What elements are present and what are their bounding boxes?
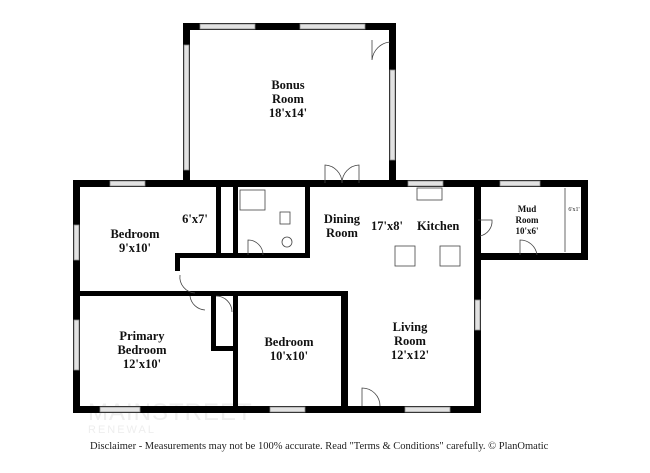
room-name: Living: [392, 320, 428, 334]
bonus-room-label: Bonus Room 18'x14': [269, 78, 307, 120]
room-name: Bonus: [271, 78, 305, 92]
room-size: 12'x12': [390, 348, 430, 362]
kitchen-size-label: 17'x8': [371, 219, 403, 233]
windows: [73, 23, 541, 413]
bedroom-2-label: Bedroom 10'x10': [264, 335, 313, 363]
primary-bedroom-label: Primary Bedroom 12'x10': [117, 329, 166, 371]
bedroom-label: Bedroom 9'x10': [110, 227, 159, 255]
mud-closet-label: 6'x1': [568, 207, 580, 213]
room-name: Room: [272, 92, 304, 106]
living-room-label: Living Room 12'x12': [391, 320, 429, 362]
room-name: Mud: [517, 204, 537, 214]
room-name: Room: [394, 334, 426, 348]
room-name: Room: [515, 215, 539, 225]
room-name: Room: [326, 226, 358, 240]
dining-room-label: Dining Room: [324, 212, 360, 240]
room-size: 10'x6': [515, 226, 539, 236]
room-name: Bedroom: [117, 343, 167, 357]
doors: [179, 40, 566, 407]
mud-room-label: Mud Room 10'x6': [515, 204, 538, 237]
room-name: Bedroom: [264, 335, 314, 349]
room-size: 9'x10': [119, 241, 151, 255]
closet-label: 6'x7': [182, 212, 208, 226]
room-size: 12'x10': [122, 357, 162, 371]
room-name: Dining: [323, 212, 361, 226]
room-size: 10'x10': [269, 349, 309, 363]
watermark-logo-sub: RENEWAL: [88, 424, 156, 436]
room-name: Primary: [119, 329, 165, 343]
room-size: 18'x14': [268, 106, 308, 120]
disclaimer-text: Disclaimer - Measurements may not be 100…: [90, 441, 549, 452]
kitchen-label: Kitchen: [417, 219, 460, 233]
room-name: Bedroom: [110, 227, 160, 241]
